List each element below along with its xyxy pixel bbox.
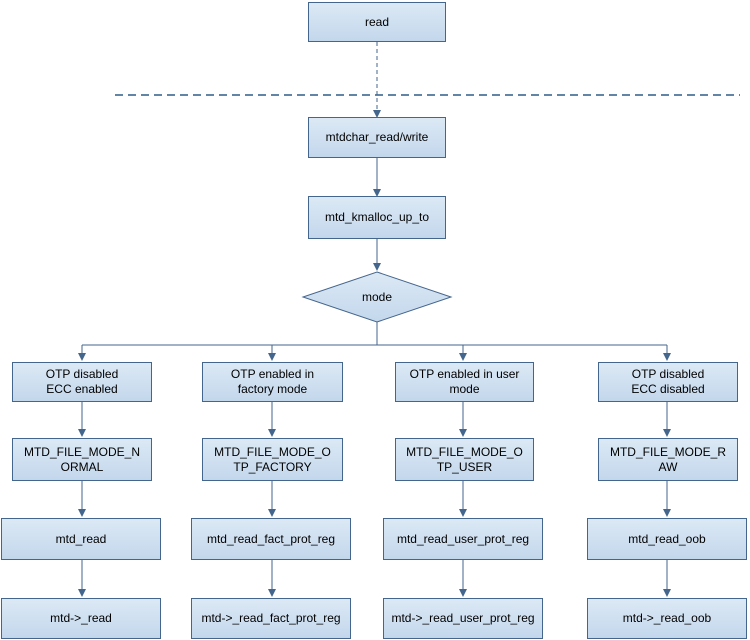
node-mtd-kmalloc-up-to: mtd_kmalloc_up_to <box>308 196 446 239</box>
node-b2-file-mode: MTD_FILE_MODE_O TP_FACTORY <box>202 438 343 481</box>
node-b4-operation: mtd->_read_oob <box>587 598 747 639</box>
node-b1-condition: OTP disabled ECC enabled <box>12 362 152 402</box>
node-b3-operation: mtd->_read_user_prot_reg <box>383 598 543 639</box>
node-b2-operation: mtd->_read_fact_prot_reg <box>191 598 351 639</box>
node-b4-function: mtd_read_oob <box>587 518 747 560</box>
node-b4-file-mode: MTD_FILE_MODE_R AW <box>598 438 738 481</box>
node-b3-file-mode: MTD_FILE_MODE_O TP_USER <box>395 438 534 481</box>
node-b1-function: mtd_read <box>1 518 161 560</box>
node-b4-condition: OTP disabled ECC disabled <box>598 362 738 402</box>
node-b2-condition: OTP enabled in factory mode <box>202 362 343 402</box>
node-b1-operation: mtd->_read <box>1 598 161 639</box>
mode-decision-label: mode <box>361 290 393 304</box>
node-b1-file-mode: MTD_FILE_MODE_N ORMAL <box>12 438 152 481</box>
node-read: read <box>308 2 446 42</box>
node-b3-function: mtd_read_user_prot_reg <box>383 518 543 560</box>
node-b3-condition: OTP enabled in user mode <box>395 362 534 402</box>
node-b2-function: mtd_read_fact_prot_reg <box>191 518 351 560</box>
node-mtdchar-read-write: mtdchar_read/write <box>308 117 446 158</box>
